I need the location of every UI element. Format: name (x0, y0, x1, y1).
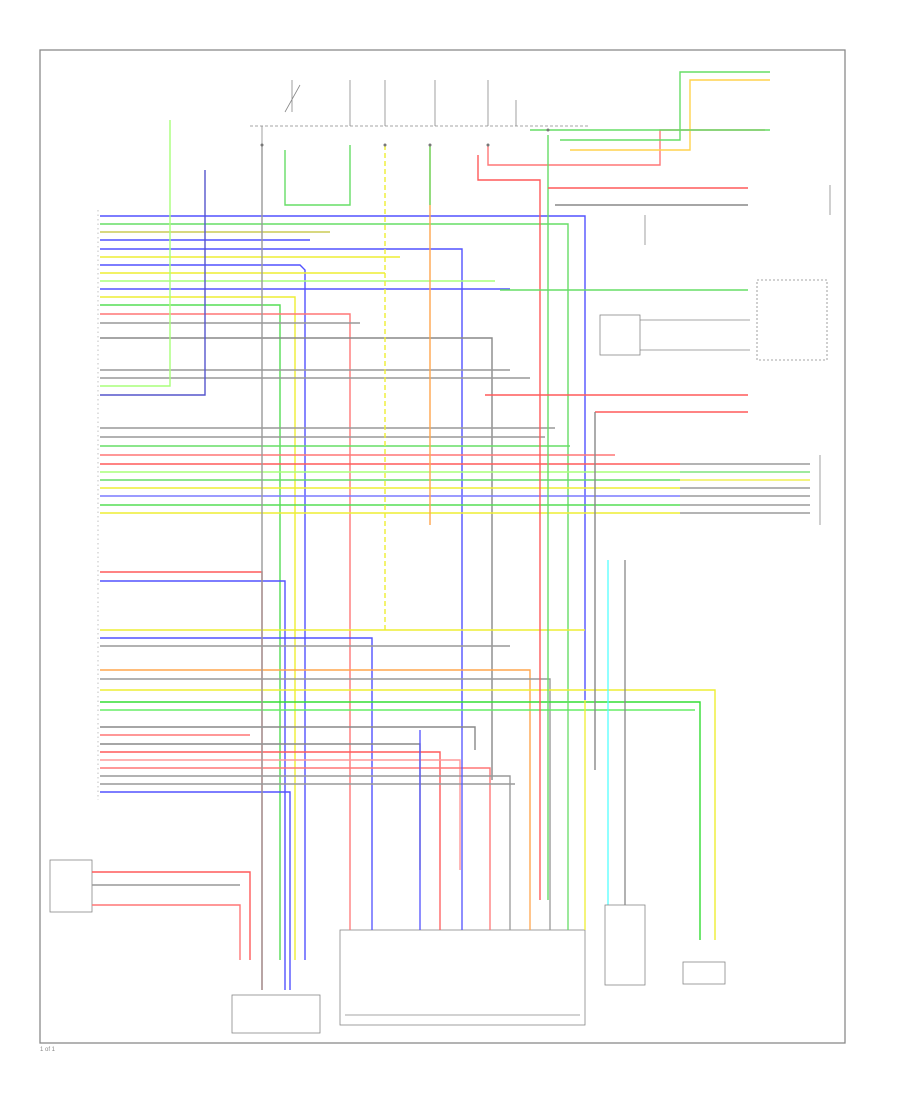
right-components (599, 185, 831, 525)
wire-blk-10 (100, 775, 511, 870)
wire-red-4 (100, 571, 263, 990)
throttle-position-sensor (49, 859, 251, 960)
wire-blu-4 (100, 170, 206, 396)
wire-blk-8 (100, 726, 476, 750)
wire-bundle (100, 120, 716, 990)
at-control-transmission (339, 929, 586, 1026)
figure-id: 1 of 1 (40, 1047, 56, 1053)
wire-blk-7 (100, 678, 551, 870)
wire-pink (100, 759, 461, 870)
wire-yel-3 (100, 296, 296, 960)
wire-blk-2 (100, 337, 493, 780)
wire-grn-2 (100, 304, 281, 960)
ignition-fuse-area (250, 80, 590, 145)
diagram-border (39, 49, 846, 1044)
wire-red-7 (100, 767, 491, 870)
wire-red (100, 313, 351, 870)
wire-blu-8 (100, 791, 291, 990)
at-connector-wires (349, 700, 586, 930)
engine-control-module (231, 994, 321, 1034)
wire-grn-6 (100, 701, 701, 940)
wire-yel-7 (100, 689, 716, 940)
solenoid-box (682, 961, 726, 985)
vehicle-speed-sensor (604, 560, 646, 986)
wire-lgrn-2 (100, 120, 171, 387)
wire-blu-2 (100, 264, 306, 960)
wire-grn (100, 223, 569, 700)
wire-blu-7 (100, 637, 373, 870)
wire-blu-wht (100, 248, 463, 730)
wire-blu-6 (100, 580, 286, 990)
splice-points (260, 128, 550, 147)
wire-red-6 (100, 751, 441, 870)
right-bundle (680, 463, 810, 514)
top-feed-wires (261, 71, 770, 990)
wire-orn (100, 669, 531, 870)
